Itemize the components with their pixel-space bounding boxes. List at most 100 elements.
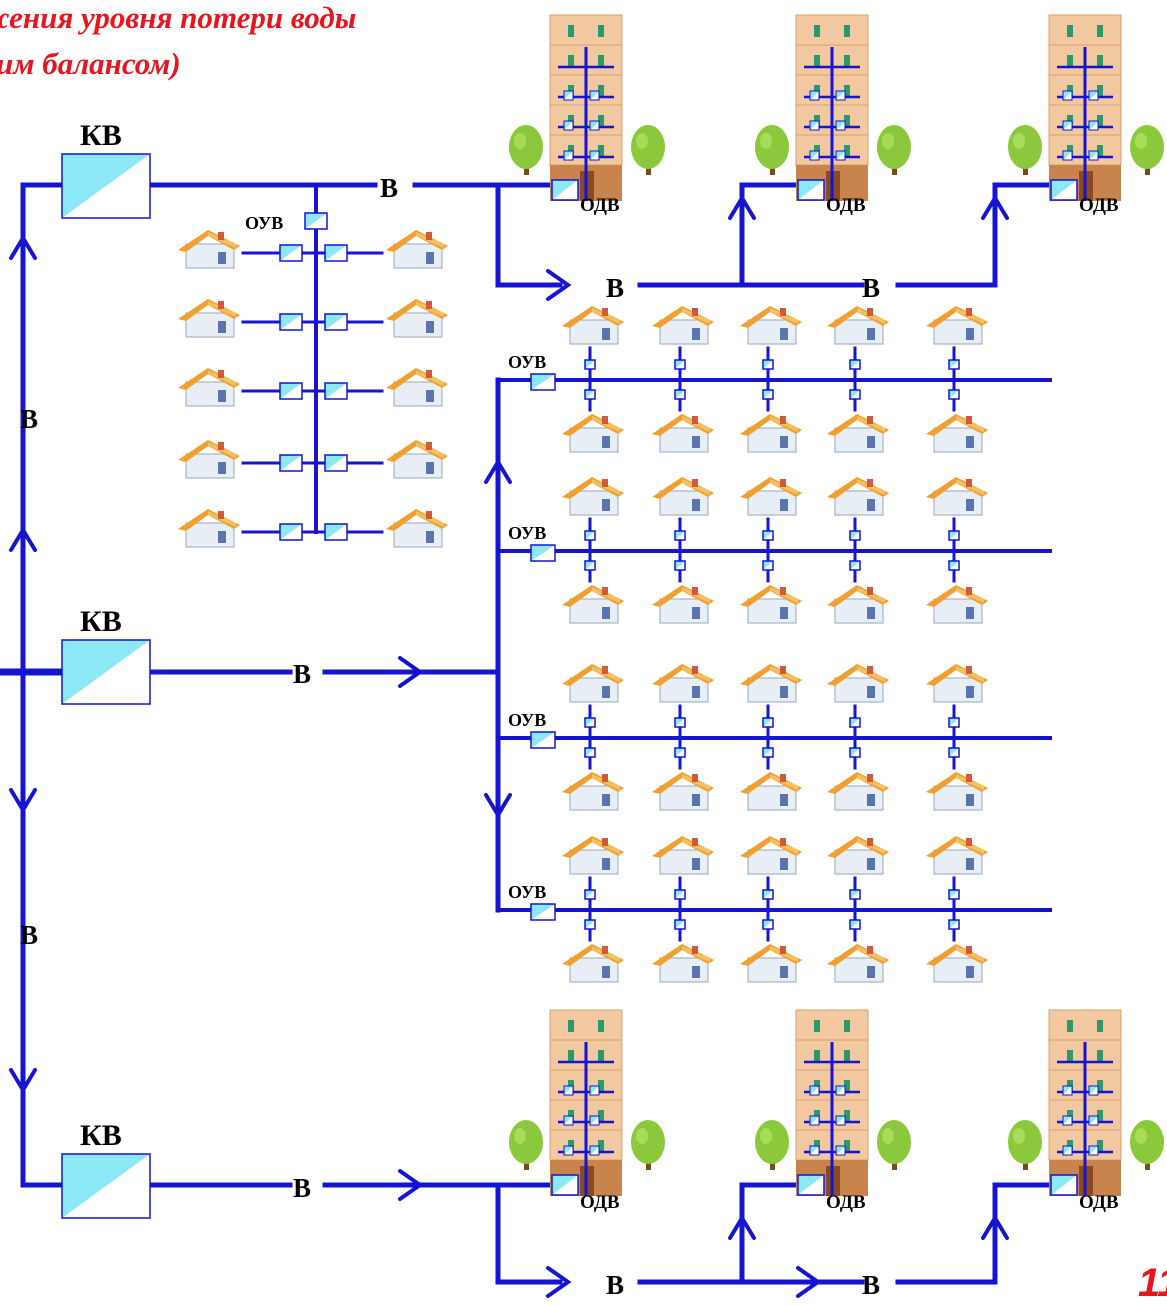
house-icon — [739, 771, 803, 811]
flow-arrow — [728, 194, 756, 220]
house-meter-icon — [762, 560, 774, 571]
flow-arrow — [981, 194, 1009, 220]
building-meter-label: ОДВ — [1079, 1192, 1119, 1213]
house-icon — [826, 835, 890, 875]
building-meter-label: ОДВ — [826, 195, 866, 216]
house-icon — [651, 771, 715, 811]
pipe-label: В — [20, 920, 38, 950]
house-meter-icon — [674, 530, 686, 541]
house-meter-icon — [584, 919, 596, 930]
house-icon — [651, 476, 715, 516]
house-meter-icon — [762, 530, 774, 541]
house-meter-icon — [674, 889, 686, 900]
house-meter-icon — [279, 523, 303, 541]
flow-arrows — [9, 194, 1009, 1298]
house-meter-icon — [279, 382, 303, 400]
tree-icon — [509, 125, 543, 175]
building-meter-label: ОДВ — [580, 1192, 620, 1213]
flow-arrow — [546, 269, 572, 301]
house-icon — [385, 508, 449, 548]
house-meter-icon — [849, 359, 861, 370]
house-icon — [739, 476, 803, 516]
house-icon — [739, 305, 803, 345]
house-meter-icon — [279, 244, 303, 262]
house-meter-icon — [324, 523, 348, 541]
main-meter-label: КВ — [80, 605, 122, 638]
pipe-label: В — [293, 1173, 311, 1203]
house-meter-icon — [948, 889, 960, 900]
group-meter-label: ОУВ — [508, 523, 546, 543]
tree-icon — [1008, 1120, 1042, 1170]
house-icon — [651, 584, 715, 624]
group-meter-label: ОУВ — [508, 352, 546, 372]
flow-arrow — [484, 458, 512, 484]
house-icon — [561, 835, 625, 875]
flow-arrow — [9, 234, 37, 260]
flow-arrow — [546, 1266, 572, 1298]
house-icon — [651, 305, 715, 345]
house-meter-icon — [948, 919, 960, 930]
pipe-label: В — [862, 1270, 880, 1300]
house-meter-icon — [849, 530, 861, 541]
building-meter-icon — [797, 1174, 825, 1196]
tree-icon — [631, 125, 665, 175]
house-meter-icon — [762, 747, 774, 758]
pipe-label: В — [606, 1270, 624, 1300]
tree-icon — [755, 1120, 789, 1170]
house-icon — [925, 771, 989, 811]
house-icon — [561, 943, 625, 983]
flow-arrow — [981, 1214, 1009, 1240]
house-icon — [177, 367, 241, 407]
house-meter-icon — [948, 530, 960, 541]
house-meter-icon — [584, 747, 596, 758]
building-meter-label: ОДВ — [826, 1192, 866, 1213]
apartment-building-icon — [548, 13, 624, 203]
group-meter-label: ОУВ — [508, 882, 546, 902]
house-icon — [385, 439, 449, 479]
title-line-2: им балансом) — [0, 46, 181, 81]
house-icon — [385, 367, 449, 407]
flow-arrow — [398, 1169, 424, 1201]
flow-arrow — [796, 1266, 822, 1298]
house-meter-icon — [279, 313, 303, 331]
house-icon — [826, 584, 890, 624]
house-icon — [826, 663, 890, 703]
main-meter-label: КВ — [80, 119, 122, 152]
house-meter-icon — [762, 889, 774, 900]
pipe-label: В — [293, 659, 311, 689]
house-icon — [561, 305, 625, 345]
house-icon — [739, 663, 803, 703]
house-icon — [925, 476, 989, 516]
house-icon — [925, 943, 989, 983]
flow-arrow — [9, 1068, 37, 1094]
group-meter-icon — [304, 212, 328, 230]
house-icon — [925, 413, 989, 453]
pipe-label: В — [20, 404, 38, 434]
main-meter-label: КВ — [80, 1119, 122, 1152]
house-meter-icon — [849, 717, 861, 728]
title-line-1: жения уровня потери воды — [0, 0, 357, 35]
flow-arrow — [398, 656, 424, 688]
house-meter-icon — [674, 717, 686, 728]
house-meter-icon — [674, 919, 686, 930]
pipe-segment — [495, 182, 563, 288]
house-icon — [925, 584, 989, 624]
house-meter-icon — [762, 389, 774, 400]
house-icon — [925, 835, 989, 875]
house-icon — [826, 305, 890, 345]
pipe-network — [0, 182, 1063, 1285]
house-icon — [177, 229, 241, 269]
house-meter-icon — [674, 359, 686, 370]
tree-icon — [1008, 125, 1042, 175]
house-meter-icon — [762, 717, 774, 728]
house-meter-icon — [762, 359, 774, 370]
house-meter-icon — [849, 889, 861, 900]
building-meter-label: ОДВ — [580, 195, 620, 216]
house-icon — [561, 476, 625, 516]
house-meter-icon — [584, 717, 596, 728]
house-icon — [651, 835, 715, 875]
group-meter-label: ОУВ — [245, 213, 283, 233]
house-meter-icon — [584, 389, 596, 400]
page-number: 11 — [1138, 1261, 1167, 1305]
